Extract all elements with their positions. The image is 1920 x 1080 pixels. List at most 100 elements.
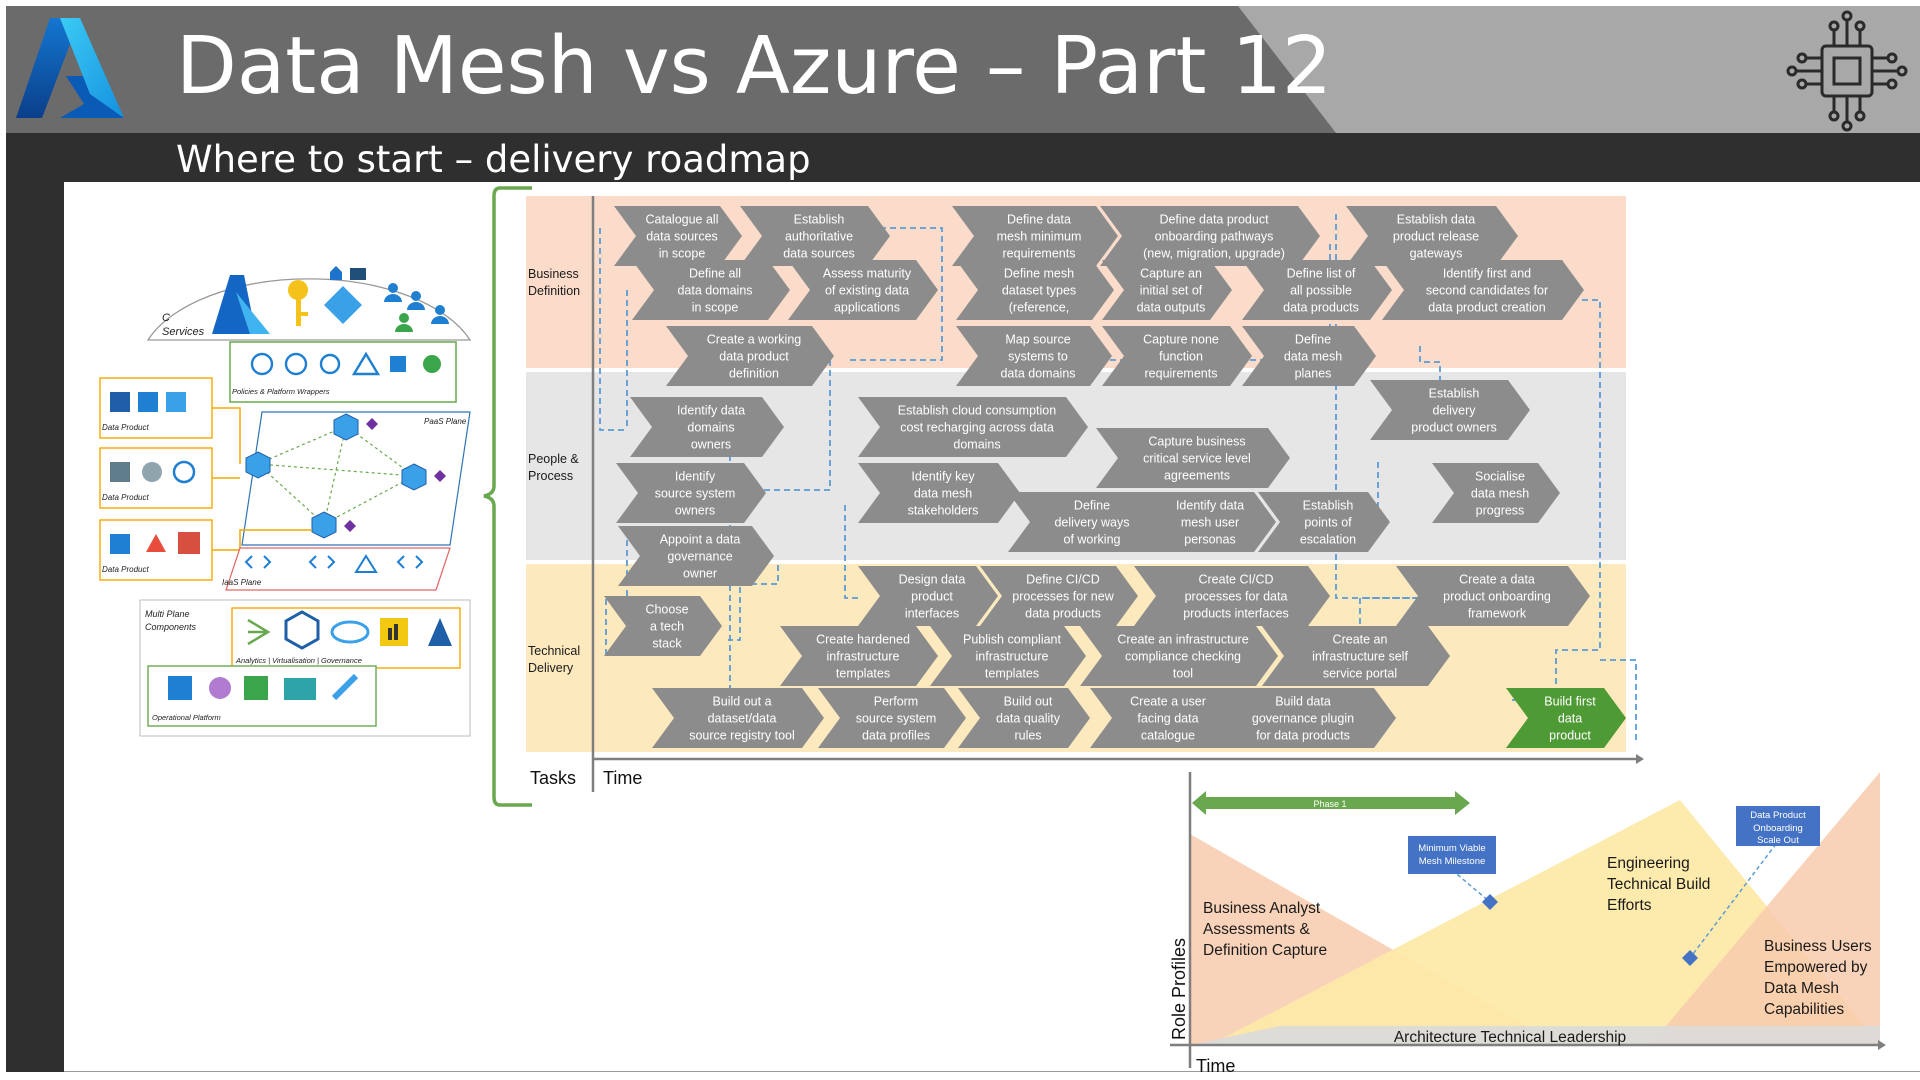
chevron-shape <box>788 260 938 320</box>
svg-text:Data Product: Data Product <box>102 565 149 574</box>
svg-text:Services: Services <box>162 326 205 338</box>
home-icon <box>330 266 342 280</box>
purview-icon <box>284 610 320 650</box>
chevron-shape <box>614 206 742 266</box>
svg-text:Policies & Platform Wrappers: Policies & Platform Wrappers <box>232 387 330 396</box>
chevron-shape <box>1242 326 1376 386</box>
gauge-icon <box>284 352 308 376</box>
phase-1-label: Phase 1 <box>1313 799 1346 809</box>
svg-text:IaaS Plane: IaaS Plane <box>222 578 262 587</box>
cube-icon <box>245 451 271 479</box>
svg-text:Components: Components <box>145 622 197 632</box>
svg-text:People &Process: People &Process <box>528 452 579 483</box>
svg-text:Multi Plane: Multi Plane <box>145 609 190 619</box>
roles-x-label: Time <box>1196 1056 1235 1076</box>
milestone-scaleout-diamond <box>1682 950 1698 966</box>
ml-icon <box>428 618 452 646</box>
svg-text:Operational Platform: Operational Platform <box>152 713 221 722</box>
chevron-shape <box>1136 492 1276 552</box>
data-product-1: Data Product <box>99 377 213 439</box>
cost-icon <box>423 355 441 373</box>
chevron-shape <box>858 566 998 626</box>
chevron-shape <box>1080 626 1278 686</box>
header-title-panel <box>6 6 1336 133</box>
svg-text:PaaS Plane: PaaS Plane <box>424 417 467 426</box>
page-subtitle: Where to start – delivery roadmap <box>176 138 811 181</box>
chevron-shape <box>1202 688 1396 748</box>
svg-text:Analytics | Virtualisation | G: Analytics | Virtualisation | Governance <box>235 656 362 665</box>
chevron-shape <box>1134 566 1330 626</box>
chevron-shape <box>1396 566 1590 626</box>
chevron-shape <box>1346 206 1518 266</box>
window-icon <box>350 268 366 280</box>
iaas-plane <box>225 547 451 591</box>
architecture-label: Architecture Technical Leadership <box>1394 1029 1626 1046</box>
left-margin-bar <box>6 182 64 1072</box>
chevron-shape <box>818 688 966 748</box>
chevron-shape <box>740 206 890 266</box>
layers-icon <box>284 678 316 700</box>
chevron-shape <box>632 260 790 320</box>
chevron-shape <box>956 326 1112 386</box>
page-title: Data Mesh vs Azure – Part 12 <box>176 20 1333 112</box>
bottom-rule <box>64 1071 1920 1072</box>
monitor-icon <box>244 676 268 700</box>
chevron-shape <box>956 260 1114 320</box>
chevron-shape <box>652 688 824 748</box>
roles-y-label: Role Profiles <box>1169 938 1189 1040</box>
chevron-shape <box>858 463 1020 523</box>
role-profile-chart: Role Profiles Time Phase 1 Minimum Viabl… <box>1169 772 1886 1076</box>
chevron-shape <box>1008 492 1168 552</box>
key-icon <box>288 280 308 300</box>
core-services-label: C Services <box>162 312 205 338</box>
subtitle-band <box>6 133 1920 182</box>
phase-1-arrow <box>1192 791 1470 815</box>
